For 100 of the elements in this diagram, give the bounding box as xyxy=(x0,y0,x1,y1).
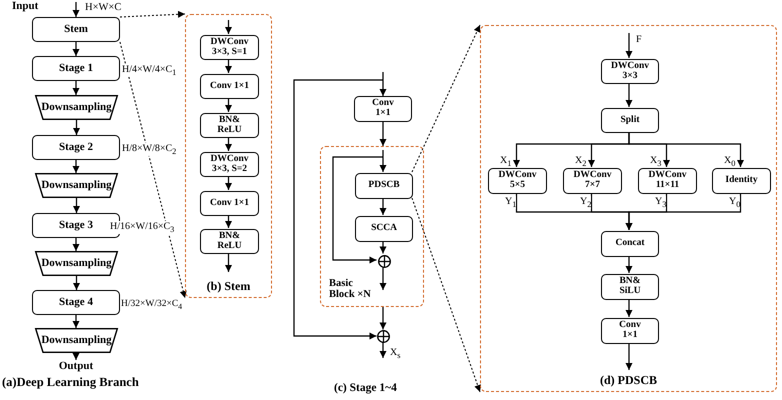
arrow xyxy=(626,193,742,230)
edge-label: X$_{0}$ xyxy=(724,155,736,168)
arrow xyxy=(626,33,632,58)
process-box xyxy=(601,231,659,257)
arrow xyxy=(72,42,80,56)
process-box xyxy=(355,216,413,242)
arrow xyxy=(225,253,232,272)
arrow xyxy=(626,256,632,273)
arrow xyxy=(72,353,80,360)
box-label: Stage 2 xyxy=(59,142,93,154)
arrow xyxy=(626,343,632,370)
panel-caption: Basic Block ×N xyxy=(329,278,372,301)
process-box xyxy=(354,96,412,122)
sum-circle xyxy=(376,330,390,342)
arrow xyxy=(293,79,383,340)
arrow xyxy=(73,198,80,213)
process-box xyxy=(601,274,659,300)
box-label: Downsampling xyxy=(41,102,112,114)
caption-label: (c) Stage 1~4 xyxy=(334,382,397,395)
sum-circle xyxy=(378,254,390,268)
caption-label: (a)Deep Learning Branch xyxy=(2,376,139,390)
panel-caption: (b) Stem xyxy=(206,280,252,293)
dashed-panel xyxy=(320,146,424,307)
box-label: BN& SiLU xyxy=(618,277,642,297)
box-label: Downsampling xyxy=(41,180,112,192)
edge-label: X$_{s}$ xyxy=(390,347,400,360)
box-label: DWConv 3×3 xyxy=(610,62,650,82)
arrow xyxy=(73,276,80,290)
box-label: Stage 1 xyxy=(59,62,93,74)
box-label: Conv 1×1 xyxy=(371,99,395,119)
process-box xyxy=(200,74,259,99)
edge-label: Y$_{2}$ xyxy=(580,196,592,210)
arrow xyxy=(380,72,386,96)
process-box xyxy=(32,56,120,81)
box-label: DWConv 3×3, S=1 xyxy=(209,38,250,58)
process-box xyxy=(32,17,120,42)
arrow xyxy=(225,137,232,151)
box-label: DWConv 5×5 xyxy=(497,171,538,191)
arrow xyxy=(72,160,80,173)
downsampling-block xyxy=(35,328,118,353)
arrow xyxy=(380,122,386,146)
box-label: Stage 3 xyxy=(59,220,93,232)
edge-label: Y$_{1}$ xyxy=(505,196,516,210)
arrow xyxy=(380,307,386,330)
process-box xyxy=(32,135,120,160)
process-box xyxy=(200,152,259,177)
arrow xyxy=(380,198,386,215)
box-label: SCCA xyxy=(371,224,397,234)
dimension-label: H/8×W/8×C$_{2}$ xyxy=(122,143,176,156)
box-label: DWConv 11×11 xyxy=(647,171,688,191)
dimension-label: H/16×W/16×C$_{3}$ xyxy=(110,221,174,234)
box-label: Identity xyxy=(725,176,758,186)
process-box xyxy=(32,290,120,315)
dashed-panel xyxy=(185,14,272,298)
caption-label: Input xyxy=(12,0,38,12)
arrow xyxy=(225,20,232,34)
arrow xyxy=(72,315,80,328)
edge-label: Y$_{0}$ xyxy=(729,196,740,210)
box-label: DWConv 7×7 xyxy=(572,171,612,191)
arrow xyxy=(380,241,386,254)
arrow xyxy=(380,342,386,358)
process-box xyxy=(563,168,622,194)
downsampling-block xyxy=(35,95,118,120)
box-label: Conv 1×1 xyxy=(210,82,249,92)
arrow xyxy=(73,120,80,135)
box-label: BN& ReLU xyxy=(216,116,243,136)
arrow xyxy=(72,2,80,17)
arrow xyxy=(225,98,232,112)
arrow xyxy=(380,266,386,290)
arrow xyxy=(626,83,632,107)
edge-label: X$_{1}$ xyxy=(500,155,512,168)
box-label: PDSCB xyxy=(368,181,400,191)
edge-label: X$_{3}$ xyxy=(650,155,662,168)
process-box xyxy=(601,59,659,84)
process-box xyxy=(601,318,659,344)
arrow xyxy=(380,150,386,172)
box-label: Split xyxy=(620,116,640,126)
arrow xyxy=(72,81,80,95)
arrow xyxy=(626,299,632,317)
arrow xyxy=(72,238,80,251)
edge-label: X$_{2}$ xyxy=(575,155,586,168)
edge-label: Y$_{3}$ xyxy=(655,196,666,210)
process-box xyxy=(601,108,659,133)
box-label: Stem xyxy=(64,24,88,36)
arrow xyxy=(628,132,744,167)
arrow xyxy=(225,176,232,190)
box-label: Conv 1×1 xyxy=(618,321,642,341)
downsampling-block xyxy=(35,173,118,198)
arrow xyxy=(225,59,232,73)
dotted-arrow xyxy=(120,10,186,18)
output-label: Output xyxy=(50,360,102,373)
dotted-arrow xyxy=(120,42,187,298)
process-box xyxy=(488,168,547,194)
process-box xyxy=(355,173,413,199)
process-box xyxy=(200,113,259,138)
arrow xyxy=(332,156,383,264)
arrow xyxy=(225,215,232,228)
dotted-arrow xyxy=(412,24,480,172)
box-label: BN& ReLU xyxy=(216,232,243,252)
process-box xyxy=(200,191,259,216)
